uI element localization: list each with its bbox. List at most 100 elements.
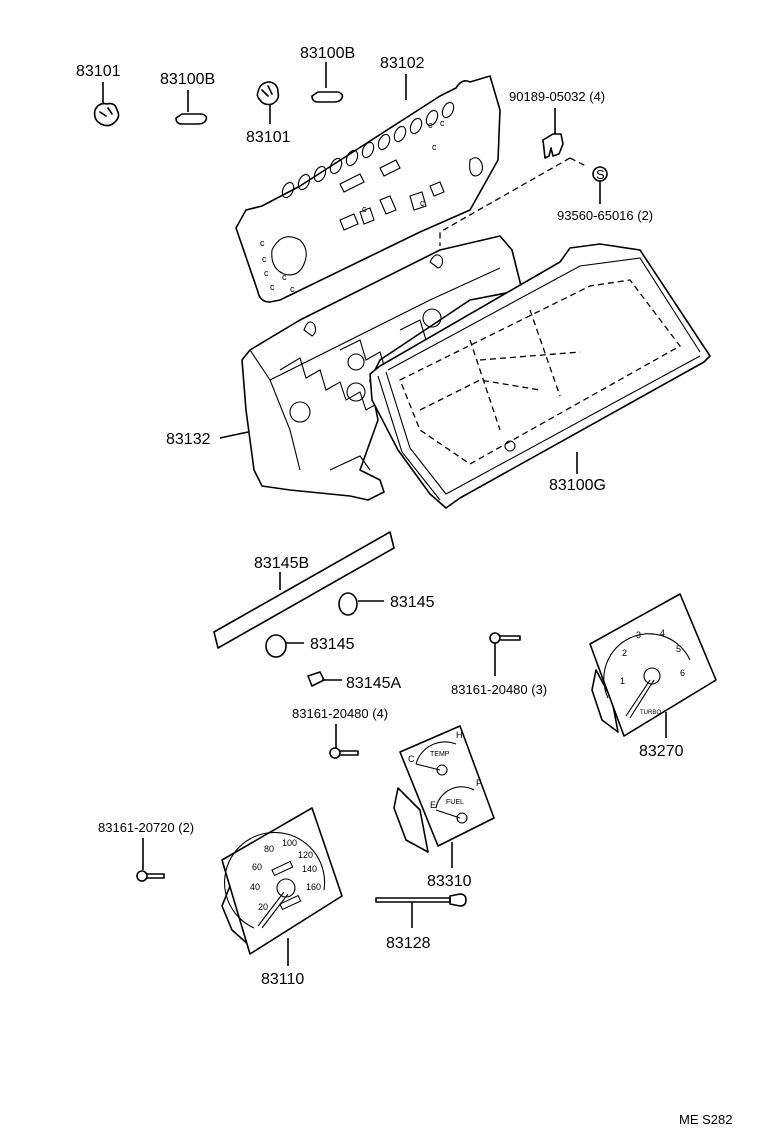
svg-text:2: 2 (622, 648, 627, 658)
diagram-reference-code: ME S282 (679, 1112, 732, 1127)
label-93560-65016: 93560-65016 (2) (557, 208, 653, 223)
svg-text:c: c (428, 120, 433, 130)
svg-text:80: 80 (264, 844, 274, 854)
glass-outline (369, 243, 711, 509)
gauge-labels: C H TEMP E F FUEL (408, 730, 482, 810)
plate-strip-83145b[interactable]: 83145B (213, 531, 395, 649)
label-83128: 83128 (386, 935, 431, 952)
round-plate-83145-lower[interactable]: 83145 (265, 634, 355, 658)
screw-93560-65016[interactable]: S 93560-65016 (2) (557, 166, 653, 223)
svg-text:140: 140 (302, 864, 317, 874)
label-83145-upper: 83145 (390, 594, 435, 611)
svg-text:F: F (476, 778, 482, 788)
small-plate-shape (307, 671, 325, 687)
bulb-83100b-left[interactable]: 83100B (160, 71, 215, 125)
label-83100b-left: 83100B (160, 71, 215, 88)
svg-text:3: 3 (636, 630, 641, 640)
svg-text:E: E (430, 800, 436, 810)
fuel-temp-gauge-83310[interactable]: C H TEMP E F FUEL 83310 (393, 725, 495, 890)
speedometer-83110[interactable]: 20 40 60 80 100 120 140 160 83110 (221, 807, 343, 988)
svg-text:20: 20 (258, 902, 268, 912)
reset-knob-83128[interactable]: 83128 (375, 893, 467, 952)
svg-text:c: c (420, 198, 425, 208)
label-83310: 83310 (427, 873, 472, 890)
knob-shaft (375, 897, 451, 903)
alignment-dashed-line (439, 157, 587, 246)
label-83101-middle: 83101 (246, 129, 291, 146)
plate-outline (235, 75, 501, 303)
svg-text:TURBO: TURBO (640, 710, 661, 716)
svg-text:c: c (260, 238, 265, 248)
glass-frame-lines (377, 257, 701, 501)
meter-glass-83100g[interactable]: 83100G (369, 243, 711, 509)
tach-numbers: 1 2 3 4 5 6 TURBO (620, 628, 685, 716)
screw-83161-20480-4[interactable]: 83161-20480 (4) (292, 706, 388, 759)
socket-shape (93, 102, 120, 127)
case-details (249, 254, 501, 471)
label-83145a: 83145A (346, 675, 401, 692)
screw-83161-20720-2[interactable]: 83161-20720 (2) (98, 820, 194, 882)
label-83145-lower: 83145 (310, 636, 355, 653)
strip-shape (213, 531, 395, 649)
svg-text:40: 40 (250, 882, 260, 892)
label-83145b: 83145B (254, 555, 309, 572)
svg-text:H: H (456, 730, 463, 740)
plate-slots (271, 101, 483, 276)
speedo-scale (224, 831, 326, 929)
label-90189-05032: 90189-05032 (4) (509, 89, 605, 104)
screw-head (329, 747, 341, 759)
small-plate-83145a[interactable]: 83145A (307, 671, 401, 692)
clip-shape (542, 133, 564, 159)
svg-text:6: 6 (680, 668, 685, 678)
bulb-shape (175, 113, 208, 125)
meter-case-83132[interactable]: 83132 (166, 235, 523, 501)
svg-text:1: 1 (620, 676, 625, 686)
svg-text:5: 5 (676, 644, 681, 654)
svg-text:100: 100 (282, 838, 297, 848)
svg-text:4: 4 (660, 628, 665, 638)
svg-text:c: c (432, 142, 437, 152)
tachometer-83270[interactable]: 1 2 3 4 5 6 TURBO 83270 (589, 593, 717, 760)
gauge-dials (415, 741, 475, 824)
glass-screw-hole (504, 440, 516, 452)
screw-marker-letter: S (596, 167, 605, 182)
bulb-83100b-top[interactable]: 83100B (300, 45, 355, 103)
label-83270: 83270 (639, 743, 684, 760)
knob-end (449, 893, 467, 907)
tach-face (589, 593, 717, 737)
round-plate-83145-upper[interactable]: 83145 (338, 592, 435, 616)
label-83101-left: 83101 (76, 63, 121, 80)
svg-text:c: c (362, 204, 367, 214)
svg-text:c: c (262, 254, 267, 264)
clip-90189-05032[interactable]: 90189-05032 (4) (509, 89, 605, 159)
svg-text:c: c (282, 272, 287, 282)
svg-text:TEMP: TEMP (430, 751, 450, 758)
svg-text:60: 60 (252, 862, 262, 872)
leader-line (219, 431, 249, 439)
label-83110: 83110 (261, 971, 304, 988)
svg-text:c: c (440, 118, 445, 128)
bulb-socket-83101-left[interactable]: 83101 (76, 63, 121, 127)
svg-text:c: c (270, 282, 275, 292)
label-83161-20720-2: 83161-20720 (2) (98, 820, 194, 835)
screw-shaft (146, 873, 165, 879)
speedo-face (221, 807, 343, 955)
socket-shape (256, 81, 280, 106)
round-plate-shape (265, 634, 287, 658)
tach-scale (603, 633, 691, 719)
screw-head (136, 870, 148, 882)
label-83161-20480-3: 83161-20480 (3) (451, 682, 547, 697)
svg-text:FUEL: FUEL (446, 799, 464, 806)
screw-shaft (339, 750, 359, 756)
label-83100g: 83100G (549, 477, 606, 494)
svg-text:c: c (290, 284, 295, 294)
gauge-housing-back (393, 787, 429, 853)
bulb-socket-83101-middle[interactable]: 83101 (246, 81, 291, 146)
round-plate-shape (338, 592, 358, 616)
screw-83161-20480-3[interactable]: 83161-20480 (3) (451, 632, 547, 697)
screw-shaft (499, 635, 521, 641)
svg-text:C: C (408, 754, 415, 764)
label-83100b-top: 83100B (300, 45, 355, 62)
